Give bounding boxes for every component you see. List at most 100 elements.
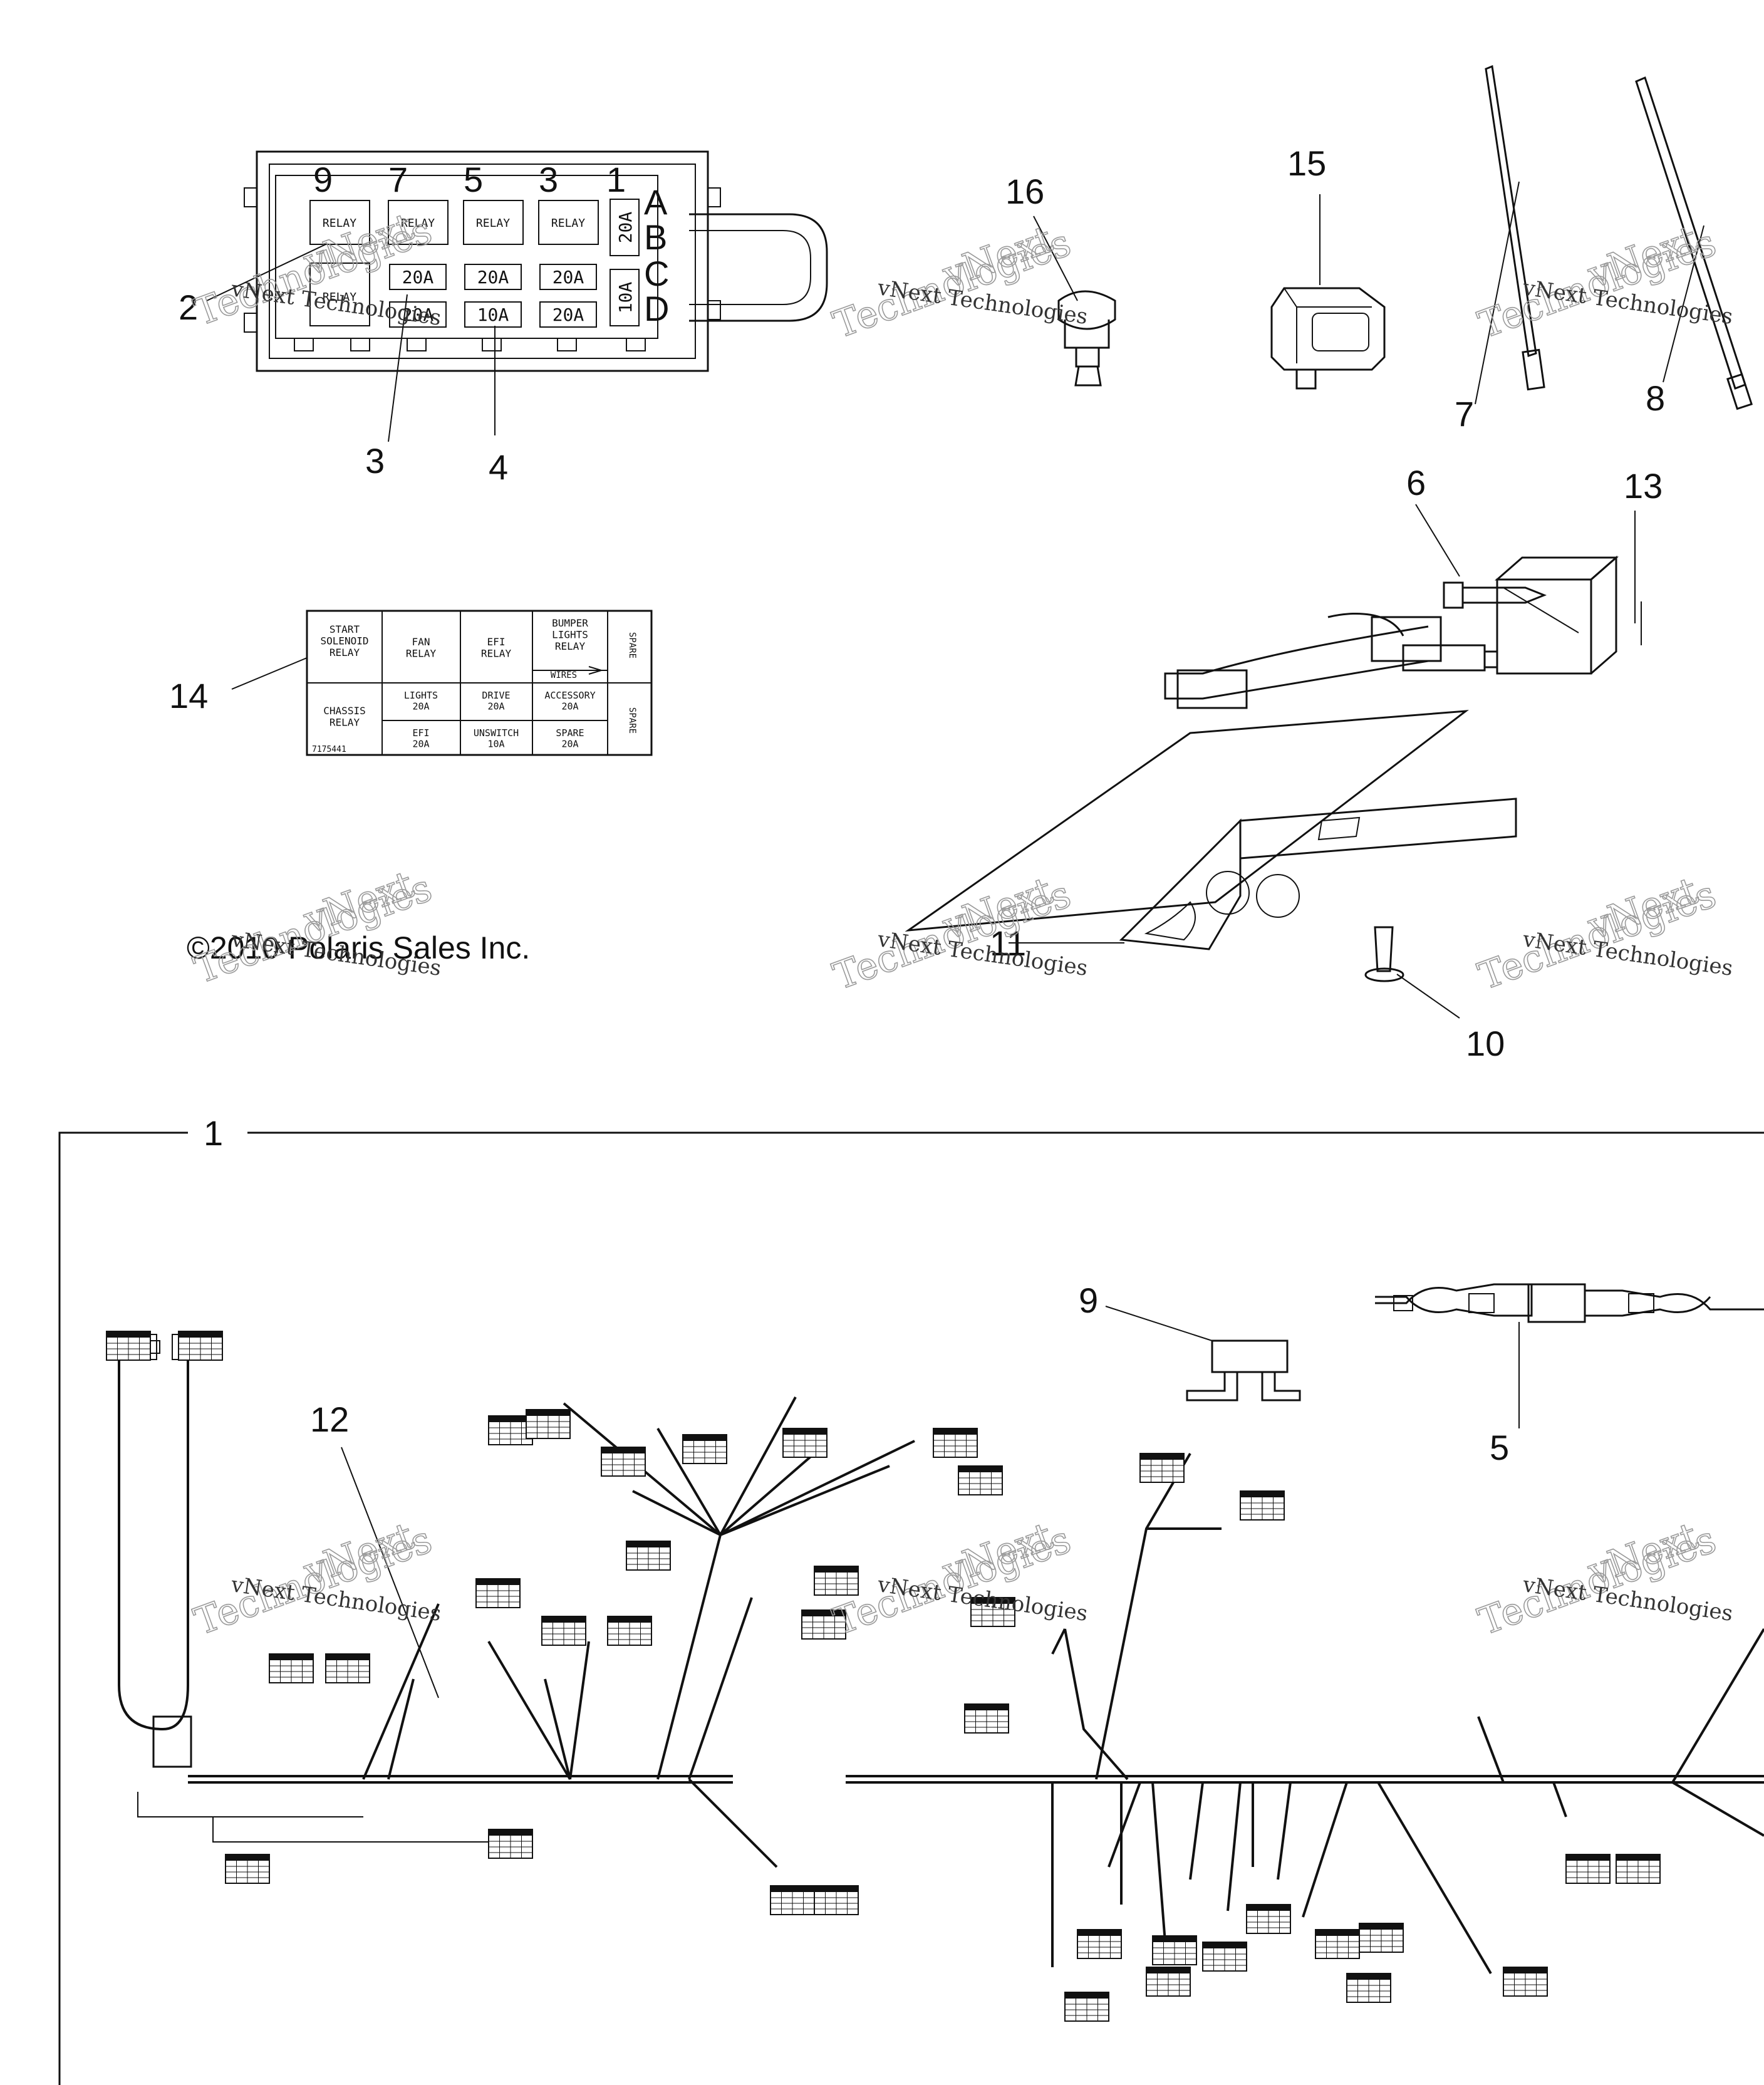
connector-tag bbox=[269, 1653, 314, 1683]
connector-tag bbox=[1565, 1854, 1611, 1884]
svg-text:Technologies: Technologies bbox=[189, 1518, 437, 1645]
watermark: vNext Technologies vNext Technologies bbox=[188, 862, 442, 993]
connector-tag bbox=[601, 1447, 646, 1477]
callout-1: 1 bbox=[204, 1113, 223, 1153]
connector-tag bbox=[1152, 1935, 1197, 1965]
connector-tag bbox=[958, 1465, 1003, 1495]
callout-16: 16 bbox=[1005, 172, 1044, 211]
connector-tag bbox=[1359, 1923, 1404, 1953]
fuse-slot-number: 5 bbox=[464, 160, 483, 199]
label-spare: SPARE bbox=[627, 632, 637, 658]
connector-tag bbox=[1346, 1973, 1391, 2003]
fuse-row-letter: C bbox=[644, 254, 669, 293]
callout-10: 10 bbox=[1466, 1024, 1505, 1063]
callout-4: 4 bbox=[489, 447, 508, 487]
connector-tag bbox=[106, 1331, 151, 1361]
fuse-box: 9 7 5 3 1 RELAY RELAY RELAY RELAY RELAY … bbox=[179, 150, 828, 487]
connector-tag bbox=[178, 1331, 223, 1361]
connector-tag bbox=[1077, 1929, 1122, 1959]
connector-tag bbox=[1315, 1929, 1360, 1959]
callout-12: 12 bbox=[310, 1400, 349, 1439]
main-harness-frame: 1 bbox=[58, 1113, 1764, 2085]
connector-tag bbox=[541, 1616, 586, 1646]
connector-tag bbox=[801, 1609, 846, 1640]
connector-tag bbox=[526, 1409, 571, 1439]
callout-15: 15 bbox=[1287, 143, 1326, 183]
fuse-slot-number: 3 bbox=[539, 160, 558, 199]
fuse-rating: 20A bbox=[477, 267, 509, 288]
connector-tag bbox=[770, 1885, 815, 1915]
connector-tag bbox=[325, 1653, 370, 1683]
connector-tag bbox=[488, 1415, 533, 1445]
connector-tag bbox=[814, 1885, 859, 1915]
connector-tag bbox=[682, 1434, 727, 1464]
connector-tag bbox=[1246, 1904, 1291, 1934]
watermark: vNext Technologies vNext Technologies bbox=[1472, 1514, 1734, 1645]
connector-tag bbox=[1202, 1942, 1247, 1972]
watermark: vNext Technologies vNext Technologies bbox=[1472, 217, 1734, 348]
fuse-slot-number: 1 bbox=[606, 160, 626, 199]
fuse-slot-number: 7 bbox=[388, 160, 408, 199]
fuse-rating: 20A bbox=[615, 212, 636, 244]
connector-tag bbox=[1146, 1967, 1191, 1997]
connector-tag bbox=[964, 1703, 1009, 1734]
connector-tag bbox=[933, 1428, 978, 1458]
fuse-row-letter: B bbox=[644, 217, 667, 257]
copyright-notice: ©2010 Polaris Sales Inc. bbox=[187, 930, 530, 965]
mounting-bracket: 11 10 bbox=[905, 710, 1517, 1063]
svg-text:Technologies: Technologies bbox=[1473, 873, 1721, 999]
fuse-row-letter: A bbox=[644, 182, 668, 222]
watermark: vNext Technologies vNext Technologies bbox=[1472, 868, 1734, 999]
svg-text:Technologies: Technologies bbox=[1473, 1518, 1721, 1645]
cable-ties: 7 8 bbox=[1455, 65, 1753, 434]
svg-text:Technologies: Technologies bbox=[828, 873, 1076, 999]
svg-text:Technologies: Technologies bbox=[828, 221, 1076, 348]
watermark: vNext Technologies vNext Technologies bbox=[827, 217, 1089, 348]
connector-tag bbox=[475, 1578, 521, 1608]
connector-tag bbox=[1064, 1992, 1109, 2022]
resistor-part: 9 bbox=[1079, 1281, 1301, 1401]
cable-clip: 16 bbox=[1005, 172, 1116, 387]
fuse-rating: 20A bbox=[402, 267, 434, 288]
connector-tag bbox=[225, 1854, 270, 1884]
relay-label: RELAY bbox=[323, 217, 356, 230]
inline-fuse-holder: 5 bbox=[1375, 1283, 1764, 1467]
watermark: vNext Technologies vNext Technologies bbox=[188, 1514, 442, 1645]
connector-tag bbox=[488, 1829, 533, 1859]
connector-tag bbox=[814, 1566, 859, 1596]
callout-13: 13 bbox=[1624, 466, 1663, 506]
callout-2: 2 bbox=[179, 288, 198, 327]
connector-tag bbox=[1139, 1453, 1185, 1483]
wiring-harness: 12 bbox=[106, 1331, 1764, 2022]
relay-label: RELAY bbox=[551, 217, 585, 230]
connector-tag bbox=[607, 1616, 652, 1646]
callout-6: 6 bbox=[1406, 463, 1426, 502]
fuse-row-letter: D bbox=[644, 289, 669, 328]
connector-plug: 15 bbox=[1270, 143, 1386, 390]
connector-tag bbox=[626, 1541, 671, 1571]
connector-tag bbox=[782, 1428, 828, 1458]
connector-tag bbox=[1503, 1967, 1548, 1997]
callout-11: 11 bbox=[990, 923, 1026, 963]
fuse-rating: 10A bbox=[615, 282, 636, 314]
callout-9: 9 bbox=[1079, 1281, 1098, 1320]
svg-text:Technologies: Technologies bbox=[1473, 221, 1721, 348]
callout-14: 14 bbox=[169, 676, 208, 715]
relay-label: RELAY bbox=[401, 217, 435, 230]
connector-tag bbox=[970, 1597, 1015, 1627]
harness-module: 6 13 bbox=[1164, 463, 1663, 709]
callout-8: 8 bbox=[1646, 378, 1665, 418]
fuse-rating: 20A bbox=[553, 304, 584, 325]
fuse-rating: 20A bbox=[402, 304, 434, 325]
relay-label: RELAY bbox=[476, 217, 510, 230]
